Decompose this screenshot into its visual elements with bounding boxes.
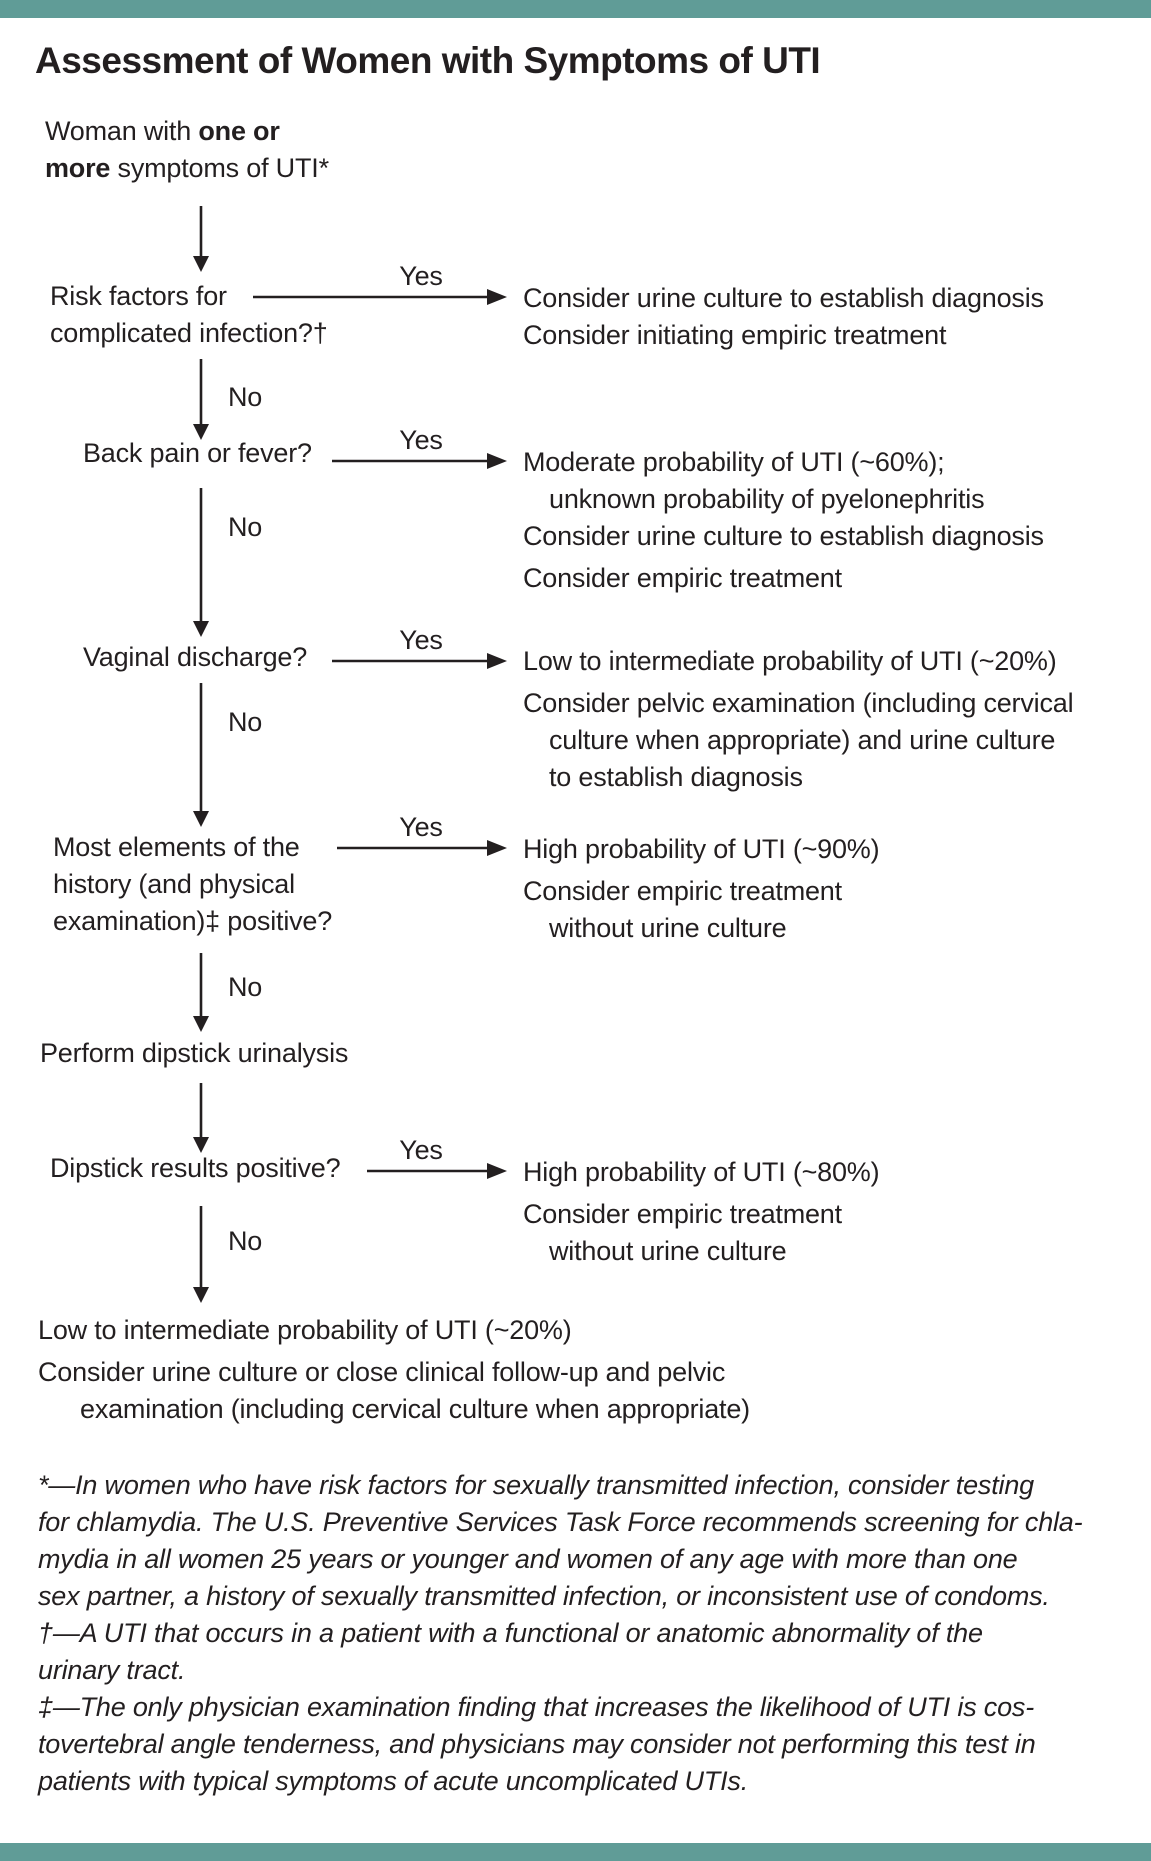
edge-label-yes-risk: Yes: [399, 261, 443, 291]
node-back-pain: Back pain or fever?: [83, 435, 312, 472]
outcome-line: without urine culture: [549, 913, 787, 943]
edge-label-no-back: No: [227, 512, 263, 542]
node-line: examination (including cervical culture …: [80, 1394, 750, 1424]
figure-title: Assessment of Women with Symptoms of UTI: [35, 40, 821, 81]
outcome-line: Low to intermediate probability of UTI (…: [523, 646, 1057, 676]
outcome-risk-yes: Consider urine culture to establish diag…: [523, 280, 1044, 354]
outcome-vaginal-yes: Low to intermediate probability of UTI (…: [523, 643, 1074, 796]
node-risk-factors: Risk factors for complicated infection?†: [50, 278, 328, 352]
edge-label-yes-history: Yes: [399, 812, 443, 842]
outcome-line: unknown probability of pyelonephritis: [549, 484, 985, 514]
footnote-line: for chlamydia. The U.S. Preventive Servi…: [38, 1507, 1083, 1537]
outcome-line: High probability of UTI (~90%): [523, 834, 880, 864]
footnote-line: *—In women who have risk factors for sex…: [38, 1470, 1034, 1500]
edge-label-yes-dipstick: Yes: [399, 1135, 443, 1165]
footnote-line: patients with typical symptoms of acute …: [38, 1766, 749, 1796]
outcome-line: High probability of UTI (~80%): [523, 1157, 880, 1187]
node-line: Dipstick results positive?: [50, 1153, 341, 1183]
outcome-line: culture when appropriate) and urine cult…: [549, 725, 1056, 755]
top-accent-bar: [0, 0, 1151, 18]
node-perform-dipstick: Perform dipstick urinalysis: [40, 1035, 348, 1072]
outcome-line: without urine culture: [549, 1236, 787, 1266]
node-line: Risk factors for: [50, 281, 227, 311]
edge-label-no-risk: No: [227, 382, 263, 412]
outcome-history-yes: High probability of UTI (~90%) Consider …: [523, 831, 880, 947]
node-vaginal-discharge: Vaginal discharge?: [83, 639, 307, 676]
outcome-line: Consider empiric treatment: [523, 1199, 842, 1229]
footnotes: *—In women who have risk factors for sex…: [38, 1467, 1133, 1800]
node-history-exam: Most elements of the history (and physic…: [53, 829, 332, 940]
node-line: Consider urine culture or close clinical…: [38, 1357, 726, 1387]
node-line: more symptoms of UTI*: [45, 153, 329, 183]
footnote-line: urinary tract.: [38, 1655, 186, 1685]
node-dipstick-results: Dipstick results positive?: [50, 1150, 341, 1187]
footnote-line: tovertebral angle tenderness, and physic…: [38, 1729, 1036, 1759]
node-line: Woman with one or: [45, 116, 280, 146]
node-line: Back pain or fever?: [83, 438, 312, 468]
outcome-dipstick-yes: High probability of UTI (~80%) Consider …: [523, 1154, 880, 1270]
outcome-line: Consider urine culture to establish diag…: [523, 521, 1044, 551]
node-line: Low to intermediate probability of UTI (…: [38, 1315, 572, 1345]
edge-label-yes-vaginal: Yes: [399, 625, 443, 655]
outcome-line: Consider pelvic examination (including c…: [523, 688, 1074, 718]
bottom-accent-bar: [0, 1843, 1151, 1861]
outcome-line: Consider initiating empiric treatment: [523, 320, 947, 350]
node-line: Perform dipstick urinalysis: [40, 1038, 349, 1068]
outcome-back-pain-yes: Moderate probability of UTI (~60%); unkn…: [523, 444, 1044, 597]
edge-label-no-vaginal: No: [227, 707, 263, 737]
edge-label-yes-back: Yes: [399, 425, 443, 455]
outcome-line: Consider empiric treatment: [523, 876, 842, 906]
outcome-line: to establish diagnosis: [549, 762, 803, 792]
edge-label-no-dipstick: No: [227, 1226, 263, 1256]
node-final-low-probability: Low to intermediate probability of UTI (…: [38, 1312, 750, 1428]
node-line: Most elements of the: [53, 832, 300, 862]
footnote-line: sex partner, a history of sexually trans…: [38, 1581, 1050, 1611]
node-line: complicated infection?†: [50, 318, 328, 348]
node-line: examination)‡ positive?: [53, 906, 333, 936]
footnote-line: ‡—The only physician examination finding…: [38, 1692, 1035, 1722]
outcome-line: Moderate probability of UTI (~60%);: [523, 447, 945, 477]
outcome-line: Consider empiric treatment: [523, 563, 842, 593]
footnote-line: †—A UTI that occurs in a patient with a …: [38, 1618, 983, 1648]
outcome-line: Consider urine culture to establish diag…: [523, 283, 1044, 313]
node-start-symptoms: Woman with one or more symptoms of UTI*: [45, 113, 329, 187]
node-line: history (and physical: [53, 869, 295, 899]
edge-label-no-history: No: [227, 972, 263, 1002]
footnote-line: mydia in all women 25 years or younger a…: [38, 1544, 1018, 1574]
node-line: Vaginal discharge?: [83, 642, 308, 672]
